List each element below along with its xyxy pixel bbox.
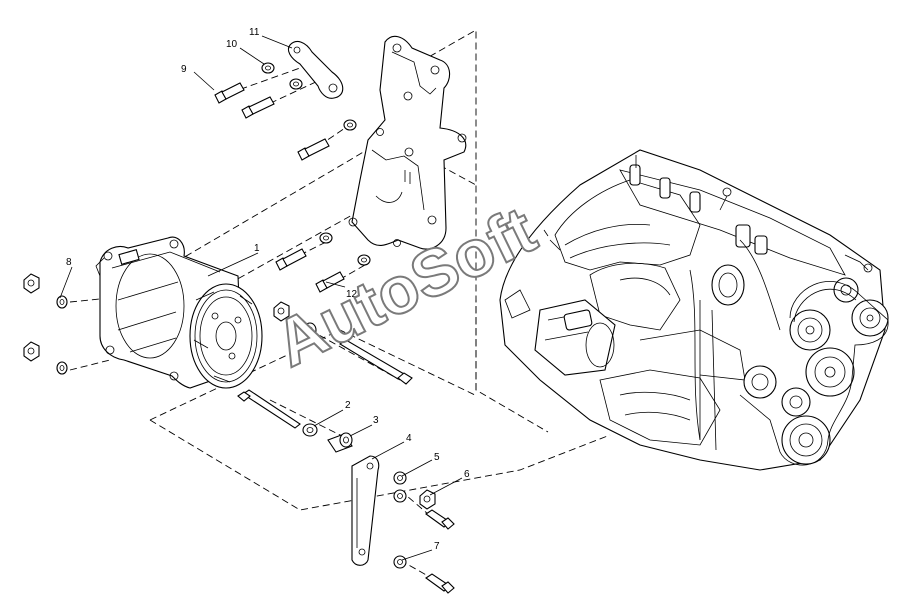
washer-5a xyxy=(393,471,407,485)
washer-mid-1 xyxy=(319,232,333,244)
washer-2 xyxy=(302,423,318,437)
washer-front xyxy=(303,322,317,338)
nut-8-upper xyxy=(23,273,40,294)
bolt-5 xyxy=(425,509,455,530)
callout-labels: 1 2 3 4 5 6 7 8 9 10 11 12 xyxy=(66,27,470,552)
strap-4 xyxy=(351,455,380,566)
callout-4: 4 xyxy=(406,433,412,444)
callout-6: 6 xyxy=(464,469,470,480)
nut-8-lower xyxy=(23,341,40,362)
callout-8: 8 xyxy=(66,257,72,268)
stud-12 xyxy=(315,271,345,293)
long-bolt-lower xyxy=(237,389,301,429)
callout-3: 3 xyxy=(373,415,379,426)
plate-11 xyxy=(287,40,344,99)
washer-8-lower xyxy=(56,361,68,375)
bolt-upper-2 xyxy=(241,96,275,119)
callout-10: 10 xyxy=(226,39,238,50)
engine-assembly xyxy=(499,149,889,471)
callout-12: 12 xyxy=(346,289,358,300)
bolt-7 xyxy=(425,573,455,594)
callout-5: 5 xyxy=(434,452,440,463)
bolt-mid-1 xyxy=(275,248,307,271)
washer-upper-2 xyxy=(289,78,303,90)
bushing-3 xyxy=(327,432,353,453)
callout-11: 11 xyxy=(249,27,260,38)
callout-1: 1 xyxy=(254,243,260,254)
callout-2: 2 xyxy=(345,400,351,411)
washer-7 xyxy=(393,555,407,569)
washer-upper-3 xyxy=(343,119,357,131)
washer-mid-2 xyxy=(357,254,371,266)
compressor-pulley xyxy=(189,283,263,389)
nut-front xyxy=(273,301,290,322)
washer-8-upper xyxy=(56,295,68,309)
callout-9: 9 xyxy=(181,64,187,75)
leader-lines xyxy=(59,35,463,561)
bolt-upper-3 xyxy=(297,138,330,161)
callout-7: 7 xyxy=(434,541,440,552)
long-bolt-upper xyxy=(338,339,413,385)
bolt-9 xyxy=(214,82,245,104)
washer-5b xyxy=(393,489,407,503)
compressor-bracket xyxy=(348,35,467,250)
washer-10 xyxy=(261,62,275,74)
nut-6 xyxy=(419,489,436,510)
